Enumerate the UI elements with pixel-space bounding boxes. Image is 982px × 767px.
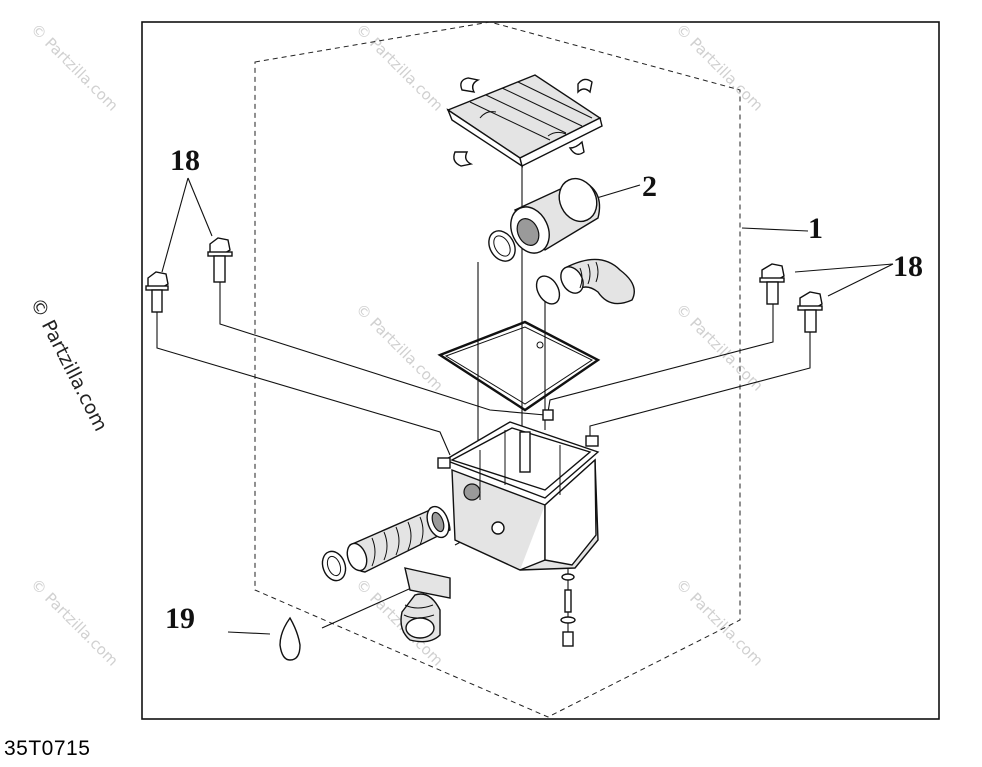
airbox-case bbox=[437, 409, 600, 571]
callout-18-right: 18 bbox=[893, 250, 923, 283]
cover-clips bbox=[453, 77, 593, 167]
diagram-code: 35T0715 bbox=[4, 737, 91, 760]
elbow-hose bbox=[535, 258, 635, 305]
drain-pipe bbox=[400, 567, 451, 643]
bolt-left-inner bbox=[207, 237, 233, 283]
bolt-right-inner bbox=[797, 291, 823, 333]
air-filter bbox=[510, 177, 601, 254]
bolt-left-outer bbox=[145, 271, 169, 313]
watermark: © Partzilla.com bbox=[672, 20, 767, 115]
watermark-group: © Partzilla.com © Partzilla.com © Partzi… bbox=[27, 20, 767, 670]
watermark: © Partzilla.com bbox=[672, 575, 767, 670]
callout-19: 19 bbox=[165, 602, 195, 635]
airbox-gasket bbox=[437, 320, 601, 412]
duct-clamp bbox=[321, 550, 347, 582]
assembly-boundary bbox=[254, 21, 741, 718]
side-watermark: © Partzilla.com bbox=[26, 294, 112, 435]
sealant-drop-icon bbox=[279, 616, 301, 661]
filter-clamp bbox=[488, 230, 516, 262]
watermark: © Partzilla.com bbox=[27, 20, 122, 115]
airbox-cover bbox=[446, 74, 603, 168]
diagram-frame bbox=[141, 21, 940, 720]
drain-plug bbox=[560, 573, 576, 647]
callout-18-left: 18 bbox=[170, 144, 200, 177]
intake-duct bbox=[346, 505, 451, 573]
watermark: © Partzilla.com bbox=[352, 300, 447, 395]
callout-1: 1 bbox=[808, 212, 823, 245]
watermark: © Partzilla.com bbox=[27, 575, 122, 670]
watermark: © Partzilla.com bbox=[352, 20, 447, 115]
bolt-right-outer bbox=[759, 263, 785, 305]
callout-2: 2 bbox=[642, 170, 657, 203]
